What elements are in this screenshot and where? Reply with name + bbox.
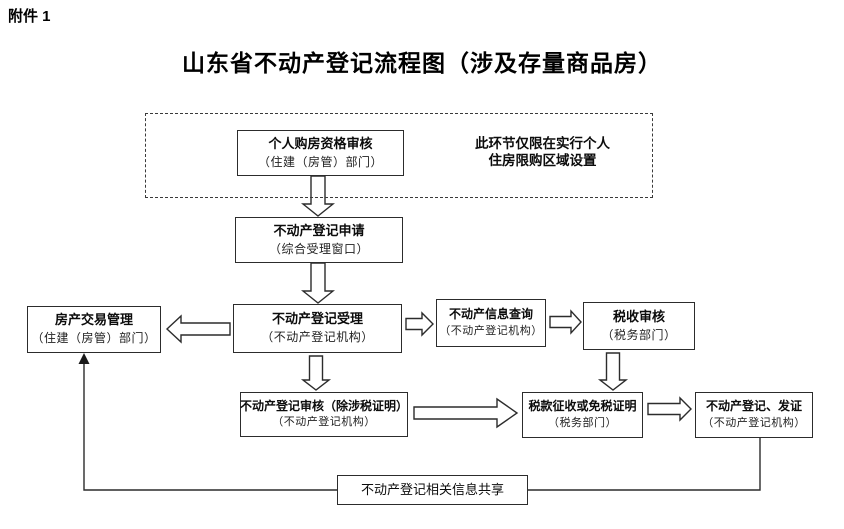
flow-node-qualification: 个人购房资格审核 （住建（房管）部门） [237,130,404,176]
node-subtitle: （不动产登记机构） [439,324,543,337]
node-title: 房产交易管理 [54,312,133,328]
node-subtitle: （不动产登记机构） [261,330,374,345]
node-title: 不动产登记申请 [273,222,365,238]
feedback-line-issue-to-transaction [83,362,761,491]
page-title: 山东省不动产登记流程图（涉及存量商品房） [182,50,662,76]
flow-node-review: 不动产登记审核（除涉税证明） （不动产登记机构） [240,392,408,437]
flow-node-issue: 不动产登记、发证 （不动产登记机构） [695,392,813,438]
restricted-step-dashed-zone [145,113,653,198]
flow-node-acceptance: 不动产登记受理 （不动产登记机构） [233,304,402,353]
flow-node-application: 不动产登记申请 （综合受理窗口） [235,217,403,263]
block-arrow-down-application-to-acceptance-icon [301,262,335,304]
node-subtitle: （住建（房管）部门） [257,154,383,169]
restriction-note-line1: 此环节仅限在实行个人 [475,136,610,151]
block-arrow-right-acceptance-to-inquiry-icon [405,311,434,337]
node-title: 税收审核 [612,308,665,324]
node-subtitle: （税务部门） [548,416,617,429]
block-arrow-down-qualification-to-application-icon [301,175,335,217]
flow-node-inquiry: 不动产信息查询 （不动产登记机构） [436,299,546,347]
node-title: 个人购房资格审核 [268,135,373,151]
block-arrow-right-inquiry-to-taxreview-icon [549,309,582,335]
node-subtitle: （税务部门） [601,327,677,342]
node-subtitle: （不动产登记机构） [702,416,806,429]
flow-node-tax-cert: 税款征收或免税证明 （税务部门） [522,392,643,438]
node-title: 不动产信息查询 [448,307,533,322]
block-arrow-down-acceptance-to-review-icon [300,355,332,391]
node-title: 不动产登记受理 [271,311,363,327]
feedback-arrowhead-up-icon [78,353,90,364]
node-subtitle: （不动产登记机构） [272,416,376,429]
flow-node-transaction: 房产交易管理 （住建（房管）部门） [27,306,161,353]
flow-node-tax-review: 税收审核 （税务部门） [583,302,695,350]
block-arrow-right-taxcert-to-issue-icon [647,396,692,422]
attachment-label: 附件 1 [8,8,51,25]
block-arrow-left-acceptance-to-transaction-icon [165,314,231,344]
restriction-note-line2: 住房限购区域设置 [488,153,597,168]
restriction-note: 此环节仅限在实行个人 住房限购区域设置 [450,135,635,169]
node-title: 不动产登记、发证 [705,399,802,414]
node-title: 税款征收或免税证明 [528,399,637,414]
node-subtitle: （住建（房管）部门） [31,331,157,346]
flow-node-info-share: 不动产登记相关信息共享 [337,475,528,505]
block-arrow-down-taxreview-to-taxcert-icon [597,352,629,391]
node-title: 不动产登记审核（除涉税证明） [240,398,409,413]
node-title: 不动产登记相关信息共享 [360,481,504,497]
block-arrow-right-review-to-taxcert-icon [413,397,519,429]
node-subtitle: （综合受理窗口） [268,241,369,256]
